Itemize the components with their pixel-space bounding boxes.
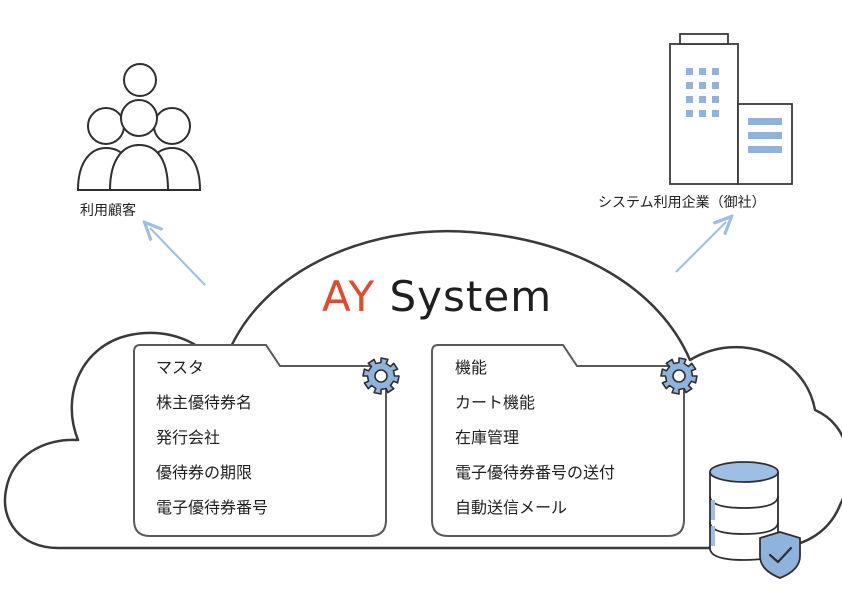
master-list-item: 優待券の期限 — [156, 463, 253, 482]
arrow-to-users — [150, 228, 206, 286]
system-title-rest: System — [375, 272, 553, 321]
gear-icon — [660, 357, 698, 395]
office-building-icon — [669, 33, 793, 185]
company-label: システム利用企業（御社） — [598, 195, 766, 211]
system-title: AY System — [322, 272, 642, 321]
users-label: 利用顧客 — [80, 203, 136, 219]
shield-icon — [759, 531, 801, 579]
function-list-item: 在庫管理 — [455, 428, 520, 447]
function-list-heading: 機能 — [455, 358, 488, 377]
master-list-heading: マスタ — [156, 358, 205, 377]
gear-icon — [362, 357, 400, 395]
master-list-item: 発行会社 — [156, 428, 221, 447]
master-list: マスタ 株主優待券名 発行会社 優待券の期限 電子優待券番号 — [156, 350, 268, 525]
function-list-item: カート機能 — [455, 393, 536, 412]
master-list-item: 電子優待券番号 — [156, 498, 269, 517]
function-list-item: 自動送信メール — [455, 498, 568, 517]
gear-hole — [672, 369, 686, 383]
people-group-icon — [76, 63, 202, 191]
function-list-item: 電子優待券番号の送付 — [455, 463, 616, 482]
master-list-item: 株主優待券名 — [156, 393, 253, 412]
check-icon — [768, 546, 793, 564]
gear-hole — [374, 369, 388, 383]
system-title-accent: AY — [322, 272, 376, 321]
function-list: 機能 カート機能 在庫管理 電子優待券番号の送付 自動送信メール — [455, 350, 615, 525]
arrow-to-company — [675, 222, 726, 273]
database-shield-icon — [709, 461, 801, 579]
